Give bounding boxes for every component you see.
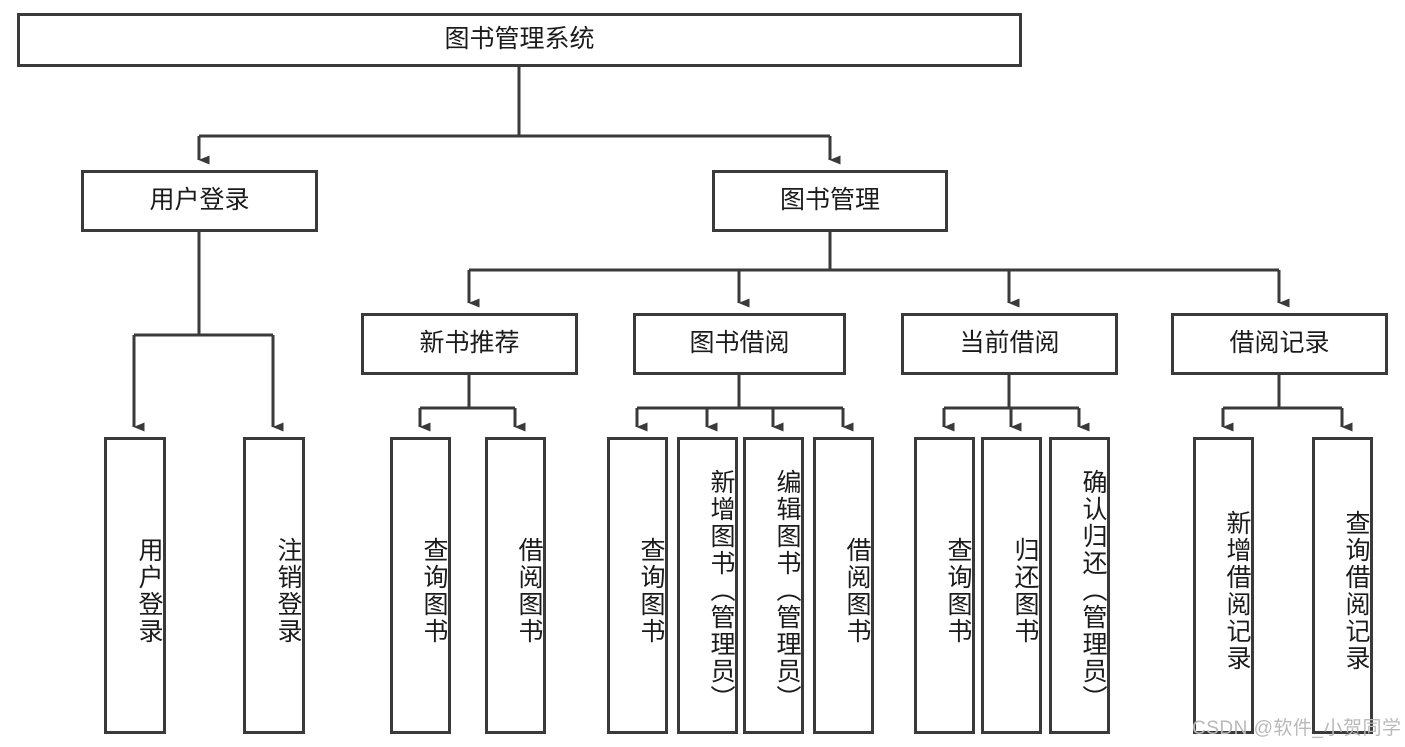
node-current-borrow[interactable]: 当前借阅 <box>901 313 1118 375</box>
node-book-manage-label: 图书管理 <box>779 186 880 215</box>
leaf-user-login-2[interactable]: 注销登录 <box>243 437 305 734</box>
node-book-borrow[interactable]: 图书借阅 <box>633 313 846 375</box>
leaf-current-borrow-2[interactable]: 归还图书 <box>981 437 1042 734</box>
leaf-user-login-2-label: 注销登录 <box>274 536 302 645</box>
leaf-book-borrow-4-label: 借阅图书 <box>843 536 871 645</box>
node-borrow-record[interactable]: 借阅记录 <box>1171 313 1388 375</box>
leaf-new-book-recommend-1-label: 查询图书 <box>420 536 448 645</box>
leaf-new-book-recommend-2-label: 借阅图书 <box>515 536 543 645</box>
leaf-borrow-record-2-label: 查询借阅记录 <box>1342 509 1370 672</box>
node-new-book-recommend[interactable]: 新书推荐 <box>361 313 578 375</box>
node-root-system[interactable]: 图书管理系统 <box>17 13 1022 67</box>
leaf-book-borrow-3-label: 编辑图书（管理员） <box>773 469 801 712</box>
node-borrow-record-label: 借阅记录 <box>1229 329 1330 358</box>
leaf-book-borrow-4[interactable]: 借阅图书 <box>813 437 874 734</box>
leaf-user-login-1[interactable]: 用户登录 <box>104 437 166 734</box>
leaf-current-borrow-3[interactable]: 确认归还（管理员） <box>1049 437 1110 734</box>
leaf-book-borrow-1-label: 查询图书 <box>637 536 665 645</box>
node-book-manage[interactable]: 图书管理 <box>712 170 948 232</box>
node-current-borrow-label: 当前借阅 <box>959 329 1060 358</box>
leaf-book-borrow-3[interactable]: 编辑图书（管理员） <box>743 437 804 734</box>
leaf-book-borrow-1[interactable]: 查询图书 <box>607 437 668 734</box>
leaf-current-borrow-1[interactable]: 查询图书 <box>914 437 975 734</box>
leaf-borrow-record-1-label: 新增借阅记录 <box>1223 509 1251 672</box>
node-user-login[interactable]: 用户登录 <box>81 170 318 232</box>
leaf-current-borrow-1-label: 查询图书 <box>944 536 972 645</box>
leaf-borrow-record-2[interactable]: 查询借阅记录 <box>1312 437 1373 734</box>
node-book-borrow-label: 图书借阅 <box>689 329 790 358</box>
leaf-borrow-record-1[interactable]: 新增借阅记录 <box>1193 437 1254 734</box>
node-user-login-label: 用户登录 <box>149 186 250 215</box>
node-new-book-recommend-label: 新书推荐 <box>419 329 520 358</box>
leaf-book-borrow-2[interactable]: 新增图书（管理员） <box>677 437 738 734</box>
node-root-system-label: 图书管理系统 <box>444 25 595 54</box>
leaf-new-book-recommend-1[interactable]: 查询图书 <box>390 437 451 734</box>
leaf-new-book-recommend-2[interactable]: 借阅图书 <box>485 437 546 734</box>
leaf-current-borrow-3-label: 确认归还（管理员） <box>1079 469 1107 712</box>
leaf-book-borrow-2-label: 新增图书（管理员） <box>707 469 735 712</box>
leaf-user-login-1-label: 用户登录 <box>135 536 163 645</box>
leaf-current-borrow-2-label: 归还图书 <box>1011 536 1039 645</box>
